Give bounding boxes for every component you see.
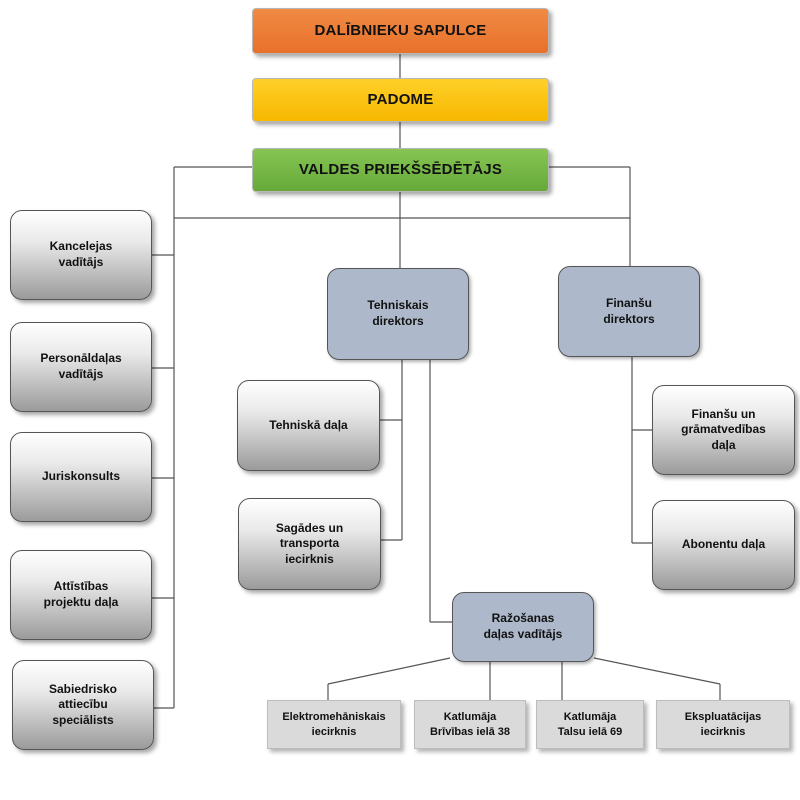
boiler-brivibas-label: Katlumāja Brīvības ielā 38 (429, 711, 511, 738)
office-manager-box: Kancelejas vadītājs (10, 210, 152, 300)
accounting-department-label: Finanšu un grāmatvedības daļa (681, 406, 766, 452)
legal-advisor-label: Juriskonsults (41, 469, 121, 484)
office-manager-label: Kancelejas vadītājs (49, 239, 113, 269)
boiler-brivibas-box: Katlumāja Brīvības ielā 38 (414, 700, 526, 749)
hr-manager-label: Personāldaļas vadītājs (40, 351, 122, 381)
assembly-box: DALĪBNIEKU SAPULCE (252, 8, 549, 54)
development-projects-label: Attīstības projektu daļa (43, 579, 119, 609)
boiler-talsu-box: Katlumāja Talsu ielā 69 (536, 700, 644, 749)
technical-director-box: Tehniskais direktors (327, 268, 469, 360)
subscribers-department-box: Abonentu daļa (652, 500, 795, 590)
electromechanical-unit-box: Elektromehāniskais iecirknis (267, 700, 401, 749)
development-projects-box: Attīstības projektu daļa (10, 550, 152, 640)
chairman-label: VALDES PRIEKŠSĒDĒTĀJS (298, 161, 503, 179)
supply-transport-box: Sagādes un transporta iecirknis (238, 498, 381, 590)
technical-director-label: Tehniskais direktors (367, 298, 429, 328)
operations-unit-label: Ekspluatācijas iecirknis (684, 711, 762, 738)
electromechanical-unit-label: Elektromehāniskais iecirknis (282, 711, 386, 738)
subscribers-department-label: Abonentu daļa (681, 537, 766, 552)
public-relations-box: Sabiedrisko attiecību speciālists (12, 660, 154, 750)
operations-unit-box: Ekspluatācijas iecirknis (656, 700, 790, 749)
finance-director-label: Finanšu direktors (603, 295, 655, 326)
supply-transport-label: Sagādes un transporta iecirknis (275, 520, 344, 566)
chairman-box: VALDES PRIEKŠSĒDĒTĀJS (252, 148, 549, 192)
legal-advisor-box: Juriskonsults (10, 432, 152, 522)
production-head-label: Ražošanas daļas vadītājs (483, 611, 563, 641)
technical-department-box: Tehniskā daļa (237, 380, 380, 471)
hr-manager-box: Personāldaļas vadītājs (10, 322, 152, 412)
council-box: PADOME (252, 78, 549, 122)
boiler-talsu-label: Katlumāja Talsu ielā 69 (557, 711, 623, 738)
public-relations-label: Sabiedrisko attiecību speciālists (48, 681, 118, 727)
assembly-label: DALĪBNIEKU SAPULCE (314, 22, 487, 40)
production-head-box: Ražošanas daļas vadītājs (452, 592, 594, 662)
council-label: PADOME (367, 91, 434, 109)
finance-director-box: Finanšu direktors (558, 266, 700, 357)
technical-department-label: Tehniskā daļa (269, 417, 348, 432)
accounting-department-box: Finanšu un grāmatvedības daļa (652, 385, 795, 475)
